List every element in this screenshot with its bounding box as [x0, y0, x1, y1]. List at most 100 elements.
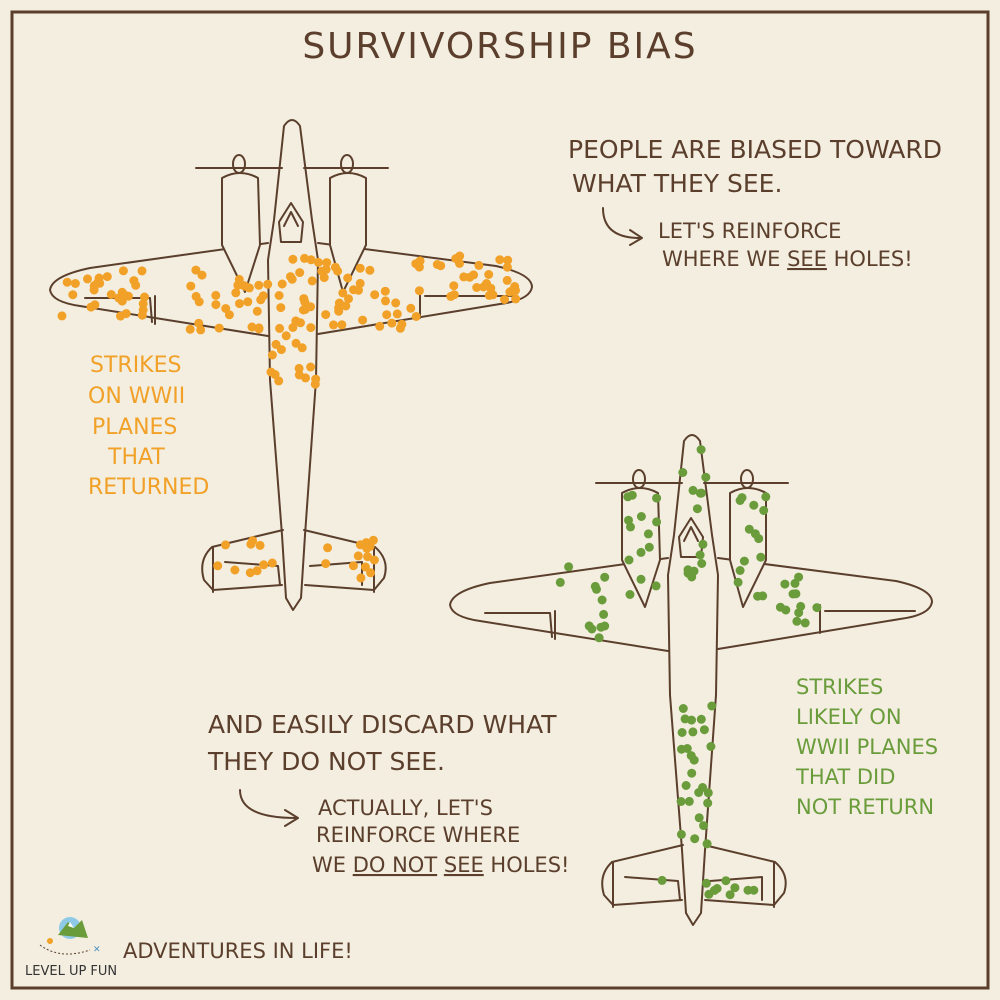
strike-dot: [344, 294, 353, 304]
strike-dot: [252, 306, 262, 316]
strike-dot: [600, 621, 610, 631]
strike-dot: [696, 445, 706, 455]
strike-dot: [744, 524, 754, 534]
strike-dot: [298, 305, 308, 315]
strike-dot: [358, 315, 368, 325]
strike-dot: [687, 768, 697, 778]
strike-dot: [102, 272, 112, 282]
strike-dot: [230, 565, 240, 575]
footer-tagline: ADVENTURES IN LIFE!: [123, 939, 353, 963]
strike-dot: [592, 584, 601, 594]
returned-label-line: ON WWII: [88, 384, 185, 409]
strike-dot: [692, 504, 702, 514]
strike-dot: [599, 609, 609, 619]
strike-dot: [321, 264, 331, 274]
strike-dot: [432, 260, 442, 269]
arrow-icon: [602, 207, 643, 246]
strike-dot: [696, 714, 706, 724]
returned-label-line: STRIKES: [90, 353, 181, 378]
strike-dot: [597, 595, 607, 605]
not-returned-label-line: THAT DID: [795, 765, 895, 789]
strike-dot: [750, 529, 760, 539]
top-note-line2: WHAT THEY SEE.: [572, 169, 782, 198]
strike-dot: [701, 878, 711, 888]
strike-dot: [749, 500, 759, 510]
strike-dot: [459, 272, 469, 282]
strike-dot: [678, 704, 688, 713]
not-returned-label-line: STRIKES: [796, 675, 883, 699]
strike-dot: [295, 268, 305, 278]
strike-dot: [395, 323, 405, 333]
strike-dot: [191, 265, 201, 275]
strike-dot: [118, 266, 128, 276]
not-returned-plane: [449, 434, 933, 926]
top-note-line1: PEOPLE ARE BIASED TOWARD: [568, 135, 942, 164]
strike-dot: [411, 312, 421, 321]
bottom-note-sub3: WE DO NOT SEE HOLES!: [312, 853, 569, 877]
strike-dot: [676, 829, 686, 839]
returned-label-line: THAT: [107, 445, 165, 470]
strike-dot: [355, 540, 365, 550]
top-note-sub1: LET'S REINFORCE: [658, 219, 841, 243]
arrow-icon: [239, 789, 299, 827]
strike-dot: [484, 290, 494, 300]
strike-dot: [702, 839, 712, 849]
not-returned-label: STRIKES LIKELY ON WWII PLANES THAT DID N…: [795, 675, 938, 819]
strike-dot: [449, 281, 459, 291]
strike-dot: [186, 281, 196, 291]
strike-dot: [338, 288, 348, 298]
strike-dot: [321, 310, 331, 320]
strike-dot: [415, 256, 425, 266]
strike-dot: [484, 270, 494, 279]
strike-dot: [365, 265, 375, 275]
strike-dot: [348, 561, 358, 571]
strike-dot: [555, 577, 565, 587]
level-up-fun-logo: ✕ LEVEL UP FUN: [25, 917, 117, 979]
strike-dot: [300, 253, 309, 263]
strike-dot: [495, 255, 505, 265]
strike-dot: [706, 742, 716, 751]
strike-dot: [636, 574, 646, 584]
top-note-sub2: WHERE WE SEE HOLES!: [662, 247, 913, 271]
strike-dot: [274, 291, 284, 300]
likely-strike-dots: [555, 445, 822, 900]
strike-dot: [688, 727, 698, 737]
strike-dot: [306, 323, 316, 333]
strike-dot: [678, 468, 688, 477]
strike-dot: [694, 813, 704, 823]
strike-dot: [140, 292, 149, 302]
strike-dot: [749, 885, 759, 895]
strike-dot: [644, 542, 654, 552]
strike-dot: [300, 297, 310, 307]
strike-dot: [698, 539, 708, 549]
strike-dot: [329, 320, 338, 330]
not-returned-label-line: NOT RETURN: [796, 795, 934, 819]
strike-dot: [657, 875, 667, 885]
strike-dot: [697, 488, 706, 498]
strike-dot: [231, 288, 241, 298]
strike-dot: [337, 320, 347, 330]
strike-dot: [221, 540, 230, 550]
bottom-note: AND EASILY DISCARD WHAT THEY DO NOT SEE.…: [207, 710, 569, 877]
strike-dot: [699, 821, 709, 831]
strike-dot: [455, 251, 465, 261]
strike-dot: [781, 605, 791, 615]
strike-dot: [391, 298, 401, 308]
strike-dot: [698, 783, 708, 792]
strike-dot: [330, 262, 340, 272]
strike-dot: [307, 276, 317, 286]
strike-dot: [794, 572, 804, 582]
strike-dot: [68, 290, 78, 300]
strike-dot: [114, 293, 124, 303]
strike-dot: [690, 834, 700, 844]
strike-dot: [89, 285, 99, 295]
bottom-note-sub2: REINFORCE WHERE: [316, 823, 520, 847]
strike-dot: [291, 316, 301, 326]
strike-dot: [511, 294, 521, 304]
strike-dot: [353, 551, 363, 561]
strike-dot: [794, 608, 804, 618]
strike-dot: [197, 270, 207, 280]
svg-text:✕: ✕: [93, 945, 101, 955]
strike-dot: [792, 616, 802, 626]
